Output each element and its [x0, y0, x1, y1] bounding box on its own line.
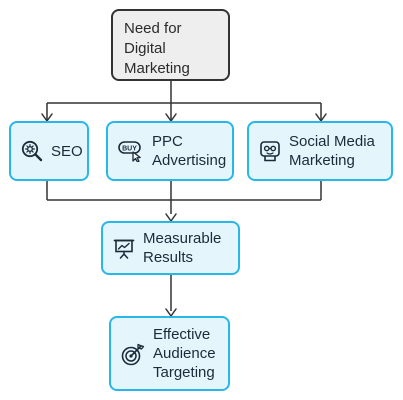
measurable-results-node-label: Measurable Results — [143, 229, 221, 267]
targeting-label-line: Effective — [153, 326, 211, 343]
results-label-line: Measurable — [143, 230, 222, 247]
results-label-line: Results — [143, 249, 194, 266]
ppc-node-label: PPC Advertising — [152, 132, 226, 170]
root-label-line: Marketing — [124, 60, 190, 77]
seo-node: SEO — [9, 121, 89, 181]
social-face-icon — [259, 140, 281, 162]
seo-search-icon — [21, 140, 43, 162]
root-node-label: Need for Digital Marketing — [124, 19, 190, 79]
audience-targeting-node: Effective Audience Targeting — [109, 316, 230, 391]
ppc-label-line: PPC — [152, 133, 183, 150]
social-media-node: Social Media Marketing — [247, 121, 393, 181]
root-label-line: Need for — [124, 20, 182, 37]
ppc-node: BUY PPC Advertising — [106, 121, 234, 181]
arrowhead-results — [165, 213, 177, 222]
root-label-line: Digital — [124, 40, 166, 57]
target-arrow-icon — [121, 342, 145, 366]
root-node: Need for Digital Marketing — [111, 9, 230, 81]
social-media-node-label: Social Media Marketing — [289, 132, 375, 170]
targeting-label-line: Targeting — [153, 364, 215, 381]
social-label-line: Marketing — [289, 152, 355, 169]
seo-label-line: SEO — [51, 142, 83, 160]
buy-click-icon: BUY — [118, 140, 144, 162]
targeting-label-line: Audience — [153, 345, 216, 362]
svg-text:BUY: BUY — [122, 146, 137, 153]
presentation-chart-icon — [113, 237, 135, 259]
seo-node-label: SEO — [51, 142, 83, 161]
measurable-results-node: Measurable Results — [101, 221, 240, 275]
ppc-label-line: Advertising — [152, 152, 227, 169]
audience-targeting-node-label: Effective Audience Targeting — [153, 325, 216, 382]
social-label-line: Social Media — [289, 133, 375, 150]
